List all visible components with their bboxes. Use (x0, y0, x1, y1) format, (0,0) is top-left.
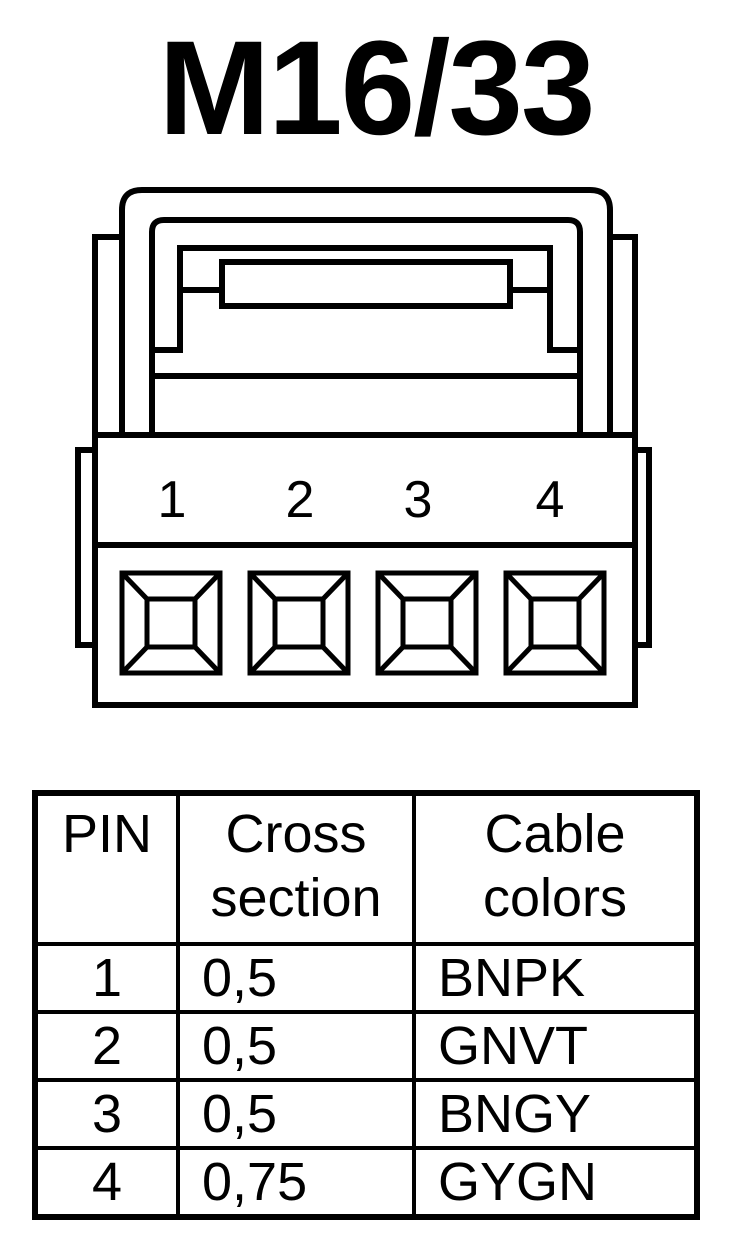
connector-drawing: 1 2 3 4 (75, 187, 652, 708)
table-row: 1 0,5 BNPK (33, 942, 699, 1014)
pin-label-4: 4 (536, 471, 565, 529)
pin-label-2: 2 (286, 471, 315, 529)
row-pin: 2 (33, 1010, 180, 1082)
row-cross-section: 0,5 (176, 1010, 416, 1082)
right-side-rail (610, 234, 638, 435)
left-side-tab (75, 447, 95, 648)
table-header-row: PIN Cross section Cable colors (33, 791, 699, 946)
row-pin: 4 (33, 1146, 180, 1219)
row-cable-color: BNPK (412, 942, 699, 1014)
table-row: 2 0,5 GNVT (33, 1010, 699, 1082)
latch-inner-outline (149, 217, 583, 435)
row-pin: 1 (33, 942, 180, 1014)
row-cross-section: 0,5 (176, 942, 416, 1014)
pin-socket-1 (119, 570, 223, 676)
latch-recess (152, 245, 580, 353)
latch-bar (219, 259, 513, 309)
latch-outer-outline (119, 187, 613, 435)
pin-socket-2 (247, 570, 351, 676)
row-cable-color: BNGY (412, 1078, 699, 1150)
row-cable-color: GYGN (412, 1146, 699, 1219)
pin-socket-4 (503, 570, 607, 676)
pin-label-3: 3 (404, 471, 433, 529)
right-side-tab (635, 447, 652, 648)
row-cable-color: GNVT (412, 1010, 699, 1082)
table-row: 4 0,75 GYGN (33, 1146, 699, 1219)
diagram-title: M16/33 (158, 14, 596, 163)
header-pin: PIN (33, 791, 180, 946)
left-side-rail (92, 234, 122, 435)
table-row: 3 0,5 BNGY (33, 1078, 699, 1150)
connector-body (92, 432, 638, 708)
pin-label-1: 1 (158, 471, 187, 529)
pin-assignment-table: PIN Cross section Cable colors 1 0,5 BNP… (32, 790, 700, 1220)
row-cross-section: 0,75 (176, 1146, 416, 1219)
pin-socket-3 (375, 570, 479, 676)
header-cross-section: Cross section (176, 791, 416, 946)
row-cross-section: 0,5 (176, 1078, 416, 1150)
row-pin: 3 (33, 1078, 180, 1150)
header-cable-colors: Cable colors (412, 791, 699, 946)
